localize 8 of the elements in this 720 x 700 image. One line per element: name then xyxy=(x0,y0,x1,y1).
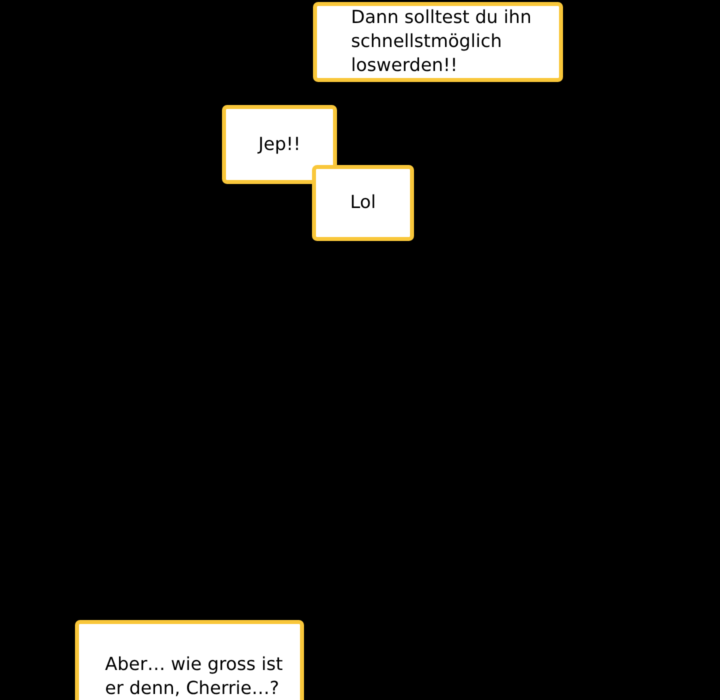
speech-text: Jep!! xyxy=(258,132,301,156)
speech-text: Dann solltest du ihn schnellstmöglich loswerden!! xyxy=(351,6,532,78)
speech-box xyxy=(222,105,337,184)
speech-box xyxy=(312,165,414,241)
speech-box xyxy=(313,2,563,82)
speech-text: Aber… wie gross ist er denn, Cherrie…? xyxy=(105,653,284,700)
speech-text: Lol xyxy=(350,191,376,215)
speech-box xyxy=(75,620,304,700)
